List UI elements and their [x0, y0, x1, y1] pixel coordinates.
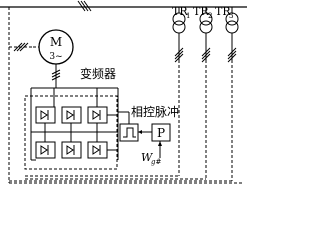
drive-system-diagram: M 3~ P: [0, 0, 247, 184]
converter-frame: [24, 95, 118, 170]
transformer-1-name: TR: [172, 5, 188, 18]
p-box-label: P: [157, 126, 165, 140]
transformer-3-name: TR: [215, 5, 231, 18]
motor-phase: 3~: [49, 52, 62, 62]
transformer-2-sub: 2: [208, 12, 212, 20]
transformer-1-sub: 1: [186, 12, 190, 20]
pulse-box: [119, 123, 139, 142]
svg-text:W: W: [141, 151, 154, 164]
bridge-cell-2-2: [61, 141, 82, 159]
control-blocks: P: [118, 111, 171, 158]
transformer-3-sub: 3: [229, 12, 233, 20]
bridge-cell-1-3: [87, 106, 108, 124]
motor-bypass-branch: [9, 42, 33, 52]
bridge-cell-2-3: [87, 141, 108, 159]
motor-letter: M: [50, 35, 62, 49]
svg-text:g#: g#: [151, 158, 161, 166]
main-bus: [0, 0, 247, 12]
motor-symbol: M 3~: [33, 29, 74, 88]
bridge-cell-2-1: [35, 141, 56, 159]
converter-label: 变频器: [80, 66, 116, 81]
transformer-2-name: TR: [193, 5, 209, 18]
transformer-2: TR 2: [193, 5, 213, 63]
bridge-cell-1-1: [35, 106, 56, 124]
transformer-3: TR 3: [215, 5, 239, 63]
phase-control-pulse-label: 相控脉冲: [131, 104, 179, 119]
schematic-svg: M 3~ P: [0, 0, 247, 184]
transformer-feeders: [9, 60, 233, 182]
wg-label: W g#: [141, 151, 161, 166]
transformer-1: TR 1: [172, 5, 190, 63]
bridge-cell-1-2: [61, 106, 82, 124]
